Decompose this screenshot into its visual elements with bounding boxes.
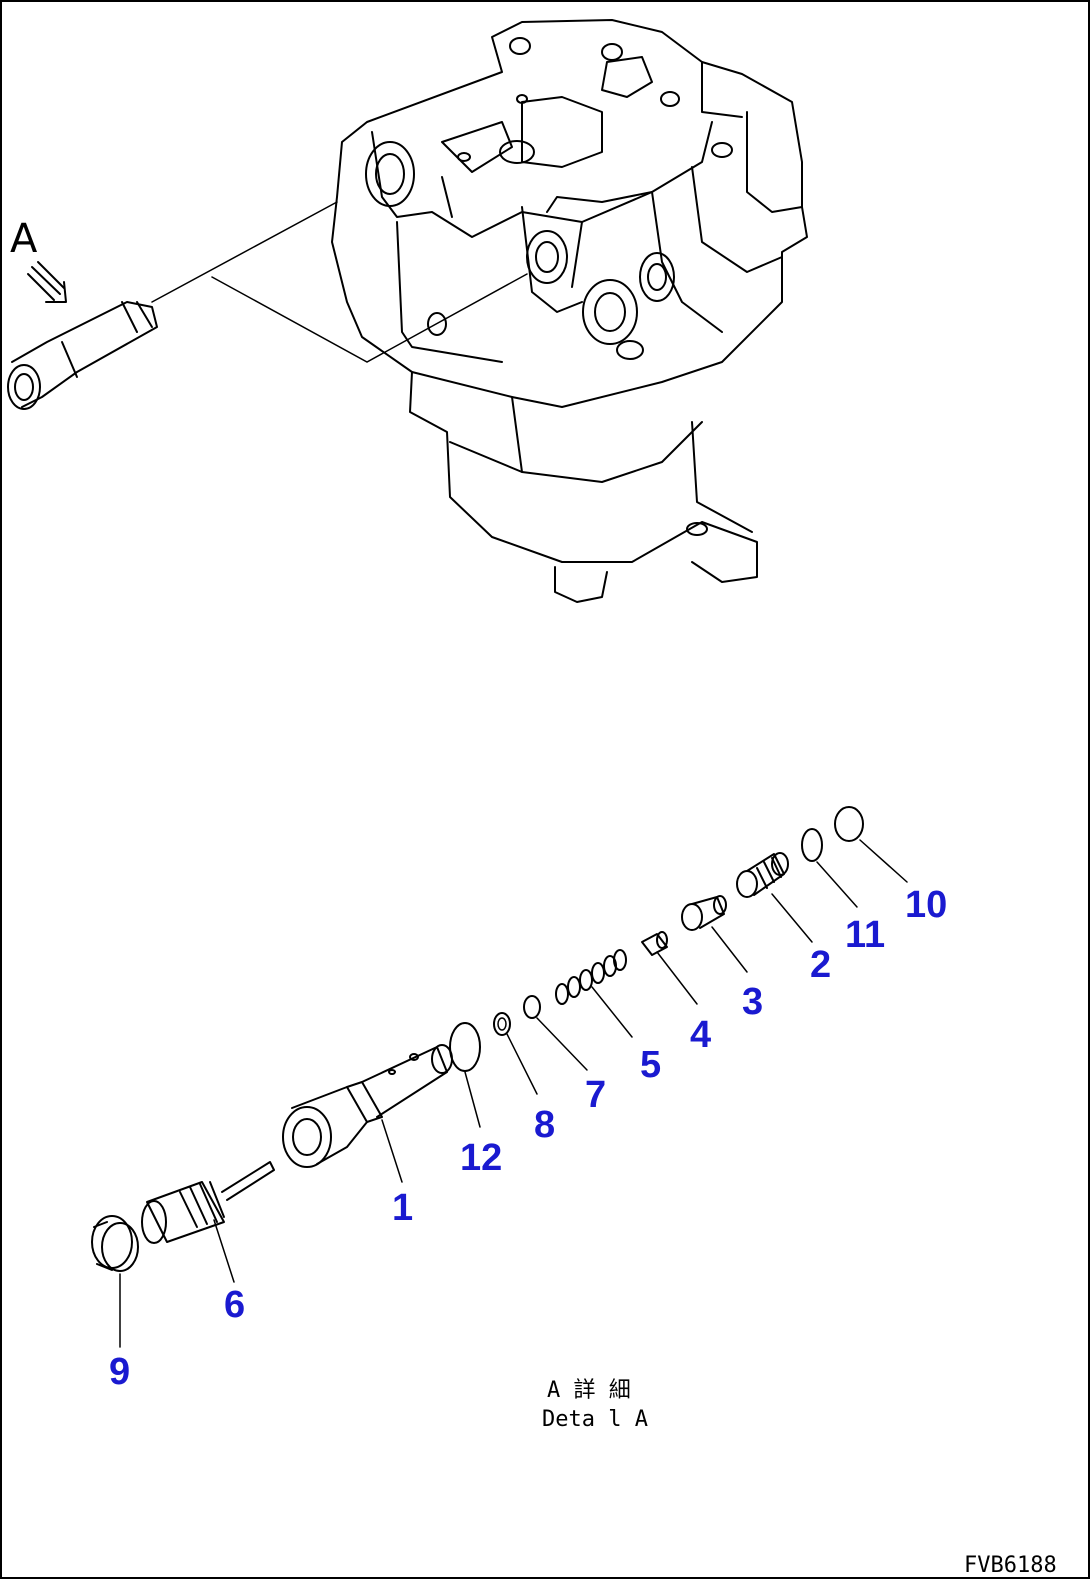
assembly-leader-lines xyxy=(151,201,528,363)
detail-caption-line2: Deta l A xyxy=(542,1407,648,1432)
callout-8: 8 xyxy=(534,1104,555,1146)
callout-12: 12 xyxy=(460,1137,502,1179)
callout-1: 1 xyxy=(392,1187,413,1229)
callout-3: 3 xyxy=(742,981,763,1023)
part-2-plug xyxy=(736,852,789,898)
part-7-o-ring xyxy=(523,995,541,1019)
part-5-spring xyxy=(555,949,627,1005)
callout-9: 9 xyxy=(109,1351,130,1393)
callout-4: 4 xyxy=(690,1014,711,1056)
valve-cartridge-removed xyxy=(7,301,158,410)
part-6-adjusting-screw xyxy=(141,1161,275,1244)
part-10-o-ring xyxy=(834,806,864,842)
callout-2: 2 xyxy=(810,944,831,986)
callout-11: 11 xyxy=(845,914,885,956)
callout-6: 6 xyxy=(224,1284,245,1326)
part-12-o-ring xyxy=(449,1022,481,1072)
detail-caption-line1: A 詳 細 xyxy=(547,1378,631,1403)
view-arrow: A xyxy=(10,216,67,303)
view-label: A xyxy=(10,216,38,262)
part-4-poppet xyxy=(641,931,668,956)
part-1-sleeve xyxy=(282,1044,453,1168)
part-8-backup-ring xyxy=(493,1012,511,1036)
callout-leader-lines xyxy=(119,839,908,1348)
drawing-code: FVB6188 xyxy=(964,1553,1057,1578)
callout-7: 7 xyxy=(585,1074,606,1116)
callout-10: 10 xyxy=(905,884,947,926)
callout-5: 5 xyxy=(640,1044,661,1086)
callout-numbers: 1 2 3 4 5 6 7 8 9 10 11 12 xyxy=(109,884,947,1393)
part-3-seat xyxy=(681,895,727,931)
detail-caption: A 詳 細 Deta l A xyxy=(542,1378,648,1432)
part-9-lock-nut xyxy=(91,1215,139,1272)
part-11-o-ring xyxy=(801,828,823,862)
motor-housing xyxy=(331,19,808,603)
